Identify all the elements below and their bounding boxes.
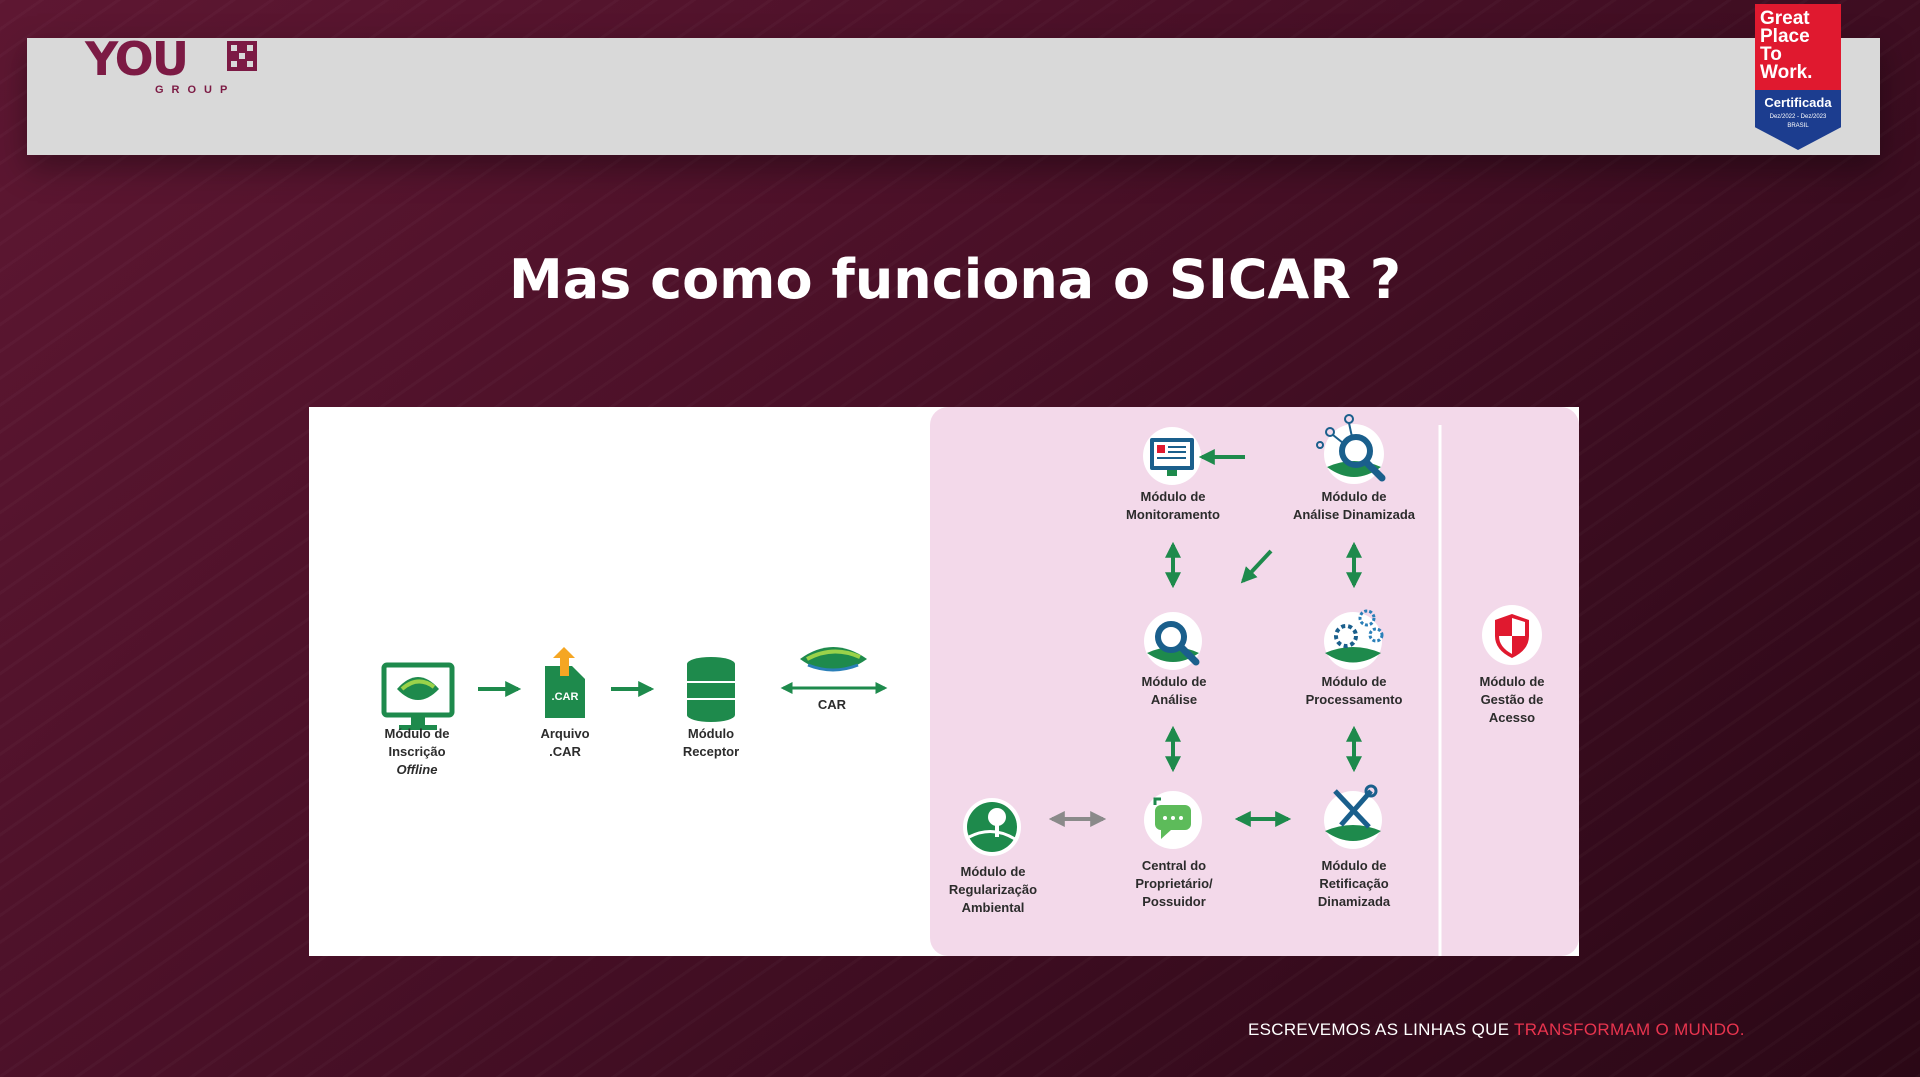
- label-monitoramento: Módulo de Monitoramento: [1126, 489, 1220, 522]
- badge-line4: Work.: [1760, 62, 1813, 83]
- label-analise: Módulo de Análise: [1141, 674, 1207, 707]
- dynamic-analysis-search-icon: [1316, 414, 1386, 484]
- footer-tagline: ESCREVEMOS AS LINHAS QUE TRANSFORMAM O M…: [1248, 1020, 1745, 1040]
- badge-cert: Certificada: [1764, 95, 1832, 110]
- monitoring-screen-icon: [1143, 427, 1201, 485]
- access-shield-icon: [1482, 605, 1542, 665]
- logo-subtext: GROUP: [155, 84, 236, 96]
- badge-red-panel: Great Place To Work.: [1755, 4, 1841, 90]
- label-arquivo: Arquivo .CAR: [540, 726, 590, 759]
- you-group-logo: YOU GROUP: [85, 36, 260, 126]
- slide-title: Mas como funciona o SICAR ?: [508, 248, 1402, 311]
- label-retificacao: Módulo de Retificação Dinamizada: [1317, 858, 1391, 909]
- badge-period: Dez/2022 - Dez/2023: [1769, 114, 1827, 120]
- badge-blue-panel: Certificada Dez/2022 - Dez/2023 BRASIL: [1755, 90, 1841, 150]
- environmental-tree-icon: [963, 798, 1021, 856]
- car-landscape-icon: [800, 647, 867, 672]
- label-regularizacao: Módulo de Regularização Ambiental: [948, 864, 1038, 915]
- logo-mark-icon: [227, 41, 257, 71]
- car-arrow-label: CAR: [818, 697, 847, 712]
- sicar-diagram: .CAR CAR: [309, 407, 1579, 956]
- label-receptor: Módulo Receptor: [682, 726, 740, 759]
- processing-gears-icon: [1324, 609, 1384, 670]
- badge-line3: To: [1760, 44, 1782, 65]
- badge-line1: Great: [1760, 8, 1810, 29]
- analysis-search-icon: [1144, 612, 1202, 670]
- owner-chat-icon: [1144, 791, 1202, 849]
- logo-text: YOU: [85, 32, 189, 86]
- label-gestao: Módulo de Gestão de Acesso: [1479, 674, 1545, 725]
- label-central: Central do Proprietário/ Possuidor: [1135, 858, 1213, 909]
- badge-country: BRASIL: [1787, 123, 1809, 129]
- file-car-tag: .CAR: [552, 691, 579, 703]
- label-inscricao: Módulo de Inscrição Offline: [384, 726, 450, 777]
- header-bar: [27, 38, 1880, 155]
- great-place-to-work-badge: Great Place To Work. Certificada Dez/202…: [1755, 4, 1847, 156]
- label-processamento: Módulo de Processamento: [1305, 674, 1403, 707]
- tagline-highlight: TRANSFORMAM O MUNDO.: [1514, 1020, 1745, 1039]
- monitor-leaf-icon: [381, 662, 455, 730]
- database-icon: [687, 657, 735, 722]
- tagline-part1: ESCREVEMOS AS LINHAS QUE: [1248, 1020, 1515, 1039]
- file-car-icon: [545, 647, 585, 718]
- diagram-graphics: .CAR CAR: [381, 407, 1579, 956]
- label-analise-dinamizada: Módulo de Análise Dinamizada: [1292, 489, 1416, 522]
- arrow-dinamizada-to-analise: [1240, 549, 1273, 584]
- badge-line2: Place: [1760, 26, 1810, 47]
- rectification-tools-icon: [1324, 784, 1382, 849]
